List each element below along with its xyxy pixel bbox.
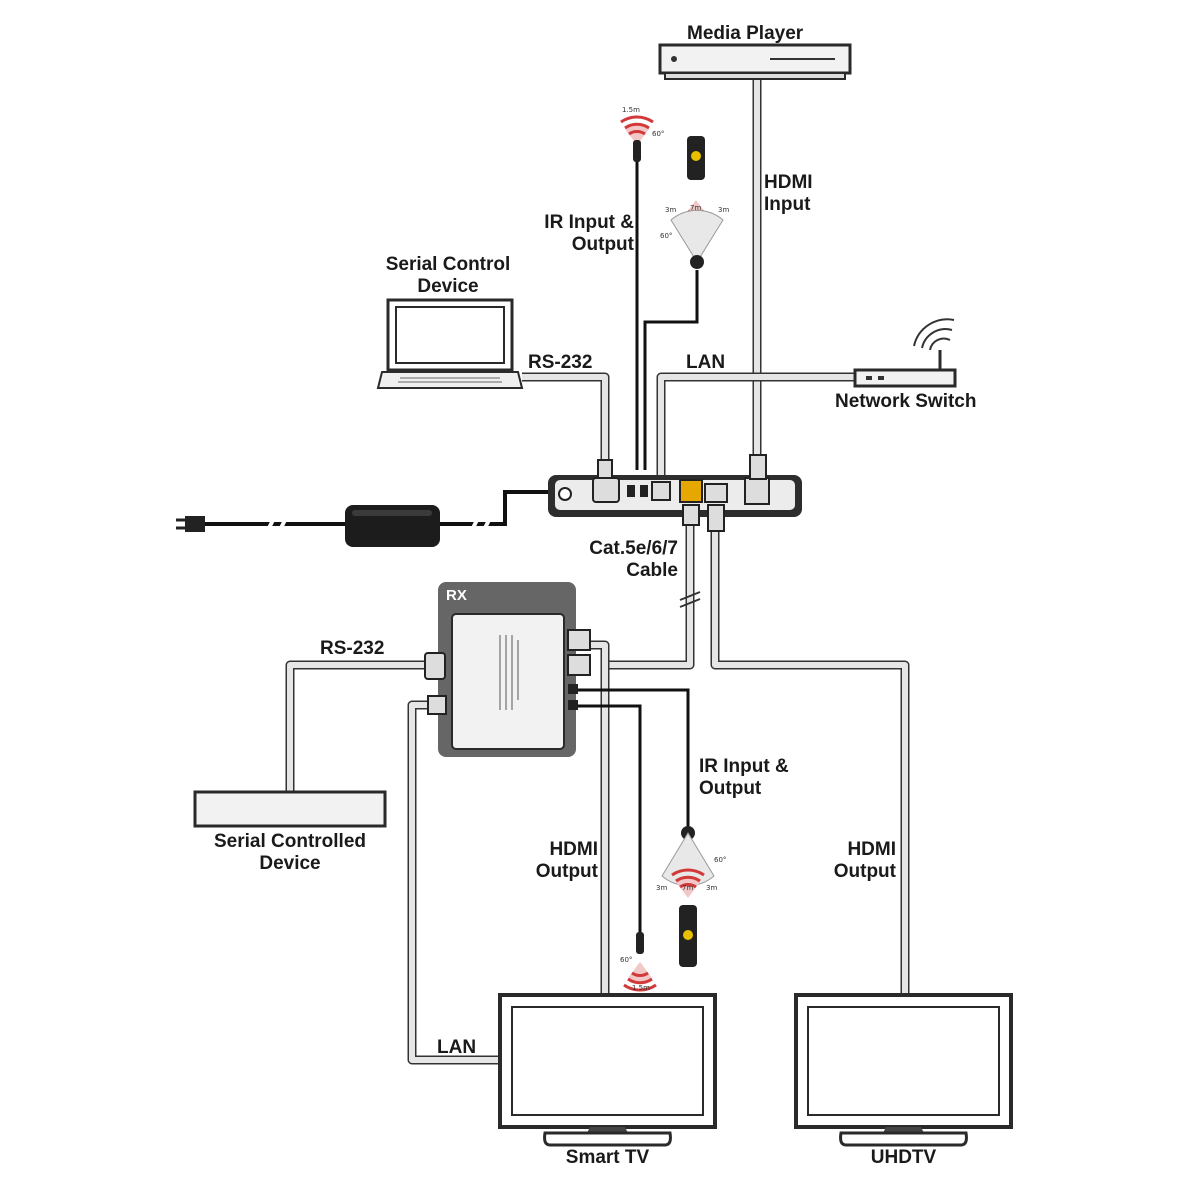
tx-transmitter bbox=[548, 454, 802, 532]
media-player bbox=[658, 43, 852, 80]
svg-text:3m: 3m bbox=[718, 206, 729, 214]
cable-lan-bottom bbox=[407, 700, 500, 1065]
label-ir-bottom: IR Input & Output bbox=[699, 756, 789, 799]
svg-text:3m: 3m bbox=[706, 884, 717, 892]
label-rs232-bottom: RS-232 bbox=[320, 638, 385, 659]
svg-text:60°: 60° bbox=[714, 856, 726, 864]
svg-text:3m: 3m bbox=[665, 206, 676, 214]
uhdtv bbox=[794, 993, 1013, 1147]
svg-text:7m: 7m bbox=[682, 884, 693, 892]
ir-cables bbox=[575, 160, 699, 935]
serial-controlled-device bbox=[193, 790, 387, 828]
label-cable: Cat.5e/6/7 Cable bbox=[589, 538, 678, 581]
power-supply bbox=[176, 490, 550, 547]
ir-receiver-bottom: 3m 7m 3m 60° bbox=[656, 826, 726, 967]
svg-text:60°: 60° bbox=[660, 232, 672, 240]
svg-text:7m: 7m bbox=[690, 204, 701, 212]
rx-receiver bbox=[424, 582, 591, 757]
network-switch bbox=[853, 318, 957, 388]
label-lan-top: LAN bbox=[686, 352, 726, 373]
cable-rs232-top bbox=[522, 372, 610, 470]
ir-emitter-bottom: 60° 1.5m bbox=[620, 932, 658, 992]
ir-receiver-top: 3m 7m 3m 60° bbox=[660, 136, 729, 269]
label-network-switch: Network Switch bbox=[835, 391, 977, 412]
label-serial-controlled-device: Serial Controlled Device bbox=[213, 831, 367, 874]
label-uhdtv: UHDTV bbox=[870, 1147, 937, 1168]
label-rx: RX bbox=[446, 587, 467, 604]
label-hdmi-input: HDMI Input bbox=[764, 172, 813, 215]
smart-tv bbox=[498, 993, 717, 1147]
label-media-player: Media Player bbox=[687, 23, 804, 44]
cable-break-marks bbox=[679, 591, 701, 608]
label-serial-control-device: Serial Control Device bbox=[385, 254, 511, 297]
ir-emitter-top: 1.5m 60° bbox=[619, 106, 664, 162]
label-smart-tv: Smart TV bbox=[565, 1147, 650, 1168]
svg-text:60°: 60° bbox=[620, 956, 632, 964]
cables bbox=[285, 80, 910, 1065]
svg-text:3m: 3m bbox=[656, 884, 667, 892]
svg-text:1.5m: 1.5m bbox=[632, 984, 650, 992]
serial-control-laptop bbox=[376, 298, 524, 389]
label-rs232-top: RS-232 bbox=[528, 352, 593, 373]
svg-text:1.5m: 1.5m bbox=[622, 106, 640, 114]
label-hdmi-output-left: HDMI Output bbox=[535, 839, 598, 882]
svg-text:60°: 60° bbox=[652, 130, 664, 138]
label-lan-bottom: LAN bbox=[437, 1037, 477, 1058]
label-hdmi-output-right: HDMI Output bbox=[833, 839, 896, 882]
label-ir-top: IR Input & Output bbox=[544, 212, 634, 255]
